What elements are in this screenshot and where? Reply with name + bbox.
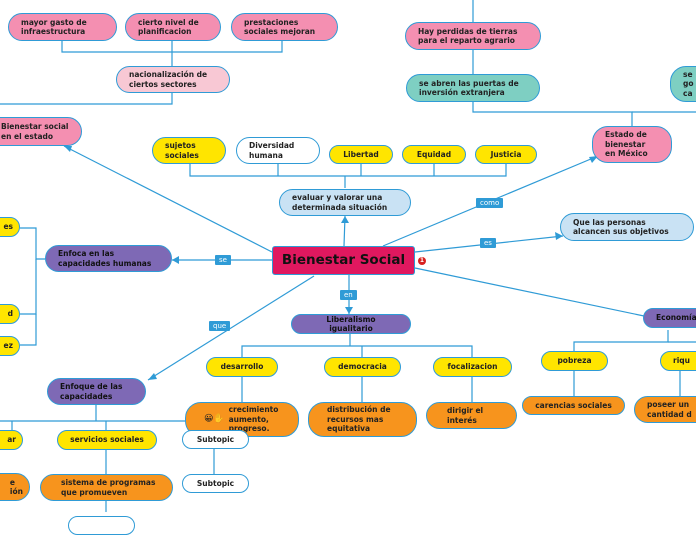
node-prestaciones[interactable]: prestaciones sociales mejoran [231,13,338,41]
node-cut-bottom[interactable] [68,516,135,535]
node-democracia[interactable]: democracia [324,357,401,377]
node-subtopic-2[interactable]: Subtopic [182,474,249,493]
node-servicios-sociales[interactable]: servicios sociales [57,430,157,450]
node-cut-left-5[interactable]: e ión [0,473,30,501]
node-perdidas-tierras[interactable]: Hay perdidas de tierras para el reparto … [405,22,541,50]
node-desarrollo[interactable]: desarrollo [206,357,278,377]
node-estado-mexico[interactable]: Estado de bienestar en México [592,126,672,163]
node-dirigir-interes[interactable]: dirigir el interés [426,402,517,429]
node-inversion-extranjera[interactable]: se abren las puertas de inversión extran… [406,74,540,102]
node-equidad[interactable]: Equidad [402,145,466,164]
node-diversidad-humana[interactable]: Diversidad humana [236,137,320,164]
node-cut-left-1[interactable]: es [0,217,20,237]
node-distribucion[interactable]: distribución de recursos mas equitativa [308,402,417,437]
node-bienestar-estado[interactable]: Bienestar social en el estado [0,117,82,146]
node-libertad[interactable]: Libertad [329,145,393,164]
node-liberalismo[interactable]: Liberalismo igualitario [291,314,411,334]
node-cut-left-3[interactable]: ez [0,336,20,356]
node-mayor-gasto[interactable]: mayor gasto de infraestructura [8,13,117,41]
node-nacionalizacion[interactable]: nacionalización de ciertos sectores [116,66,230,93]
node-evaluar[interactable]: evaluar y valorar una determinada situac… [279,189,411,216]
link-label-se: se [215,255,231,265]
central-badge: 1 [418,257,426,265]
node-riqueza[interactable]: riqu [660,351,696,371]
node-economia[interactable]: Economía [643,308,696,328]
node-pobreza[interactable]: pobreza [541,351,608,371]
link-label-es: es [480,238,496,248]
link-label-que: que [209,321,231,331]
link-label-en: en [340,290,357,300]
node-poseer[interactable]: poseer un cantidad d [634,396,696,423]
central-topic[interactable]: Bienestar Social [272,246,415,275]
node-carencias[interactable]: carencias sociales [522,396,625,415]
node-enfoque-capacidades[interactable]: Enfoque de las capacidades [47,378,146,405]
node-personas-objetivos[interactable]: Que las personas alcancen sus objetivos [560,213,694,241]
node-sistema-programas[interactable]: sistema de programas que promueven [40,474,173,501]
node-cut-left-2[interactable]: d [0,304,20,324]
node-justicia[interactable]: Justicia [475,145,537,164]
node-focalizacion[interactable]: focalizacion [433,357,512,377]
node-subtopic-1[interactable]: Subtopic [182,430,249,449]
node-enfoca-capacidades[interactable]: Enfoca en las capacidades humanas [45,245,172,272]
node-sujetos-sociales[interactable]: sujetos sociales [152,137,226,164]
node-cut-right-top[interactable]: se go ca [670,66,696,102]
node-cierto-nivel[interactable]: cierto nivel de planificacion [125,13,221,41]
link-label-como: como [476,198,504,208]
node-cut-left-4[interactable]: ar [0,430,23,450]
node-crecimiento-text: crecimiento aumento, progreso. [228,405,279,434]
emoji-icon: 😀✋ [204,413,225,424]
